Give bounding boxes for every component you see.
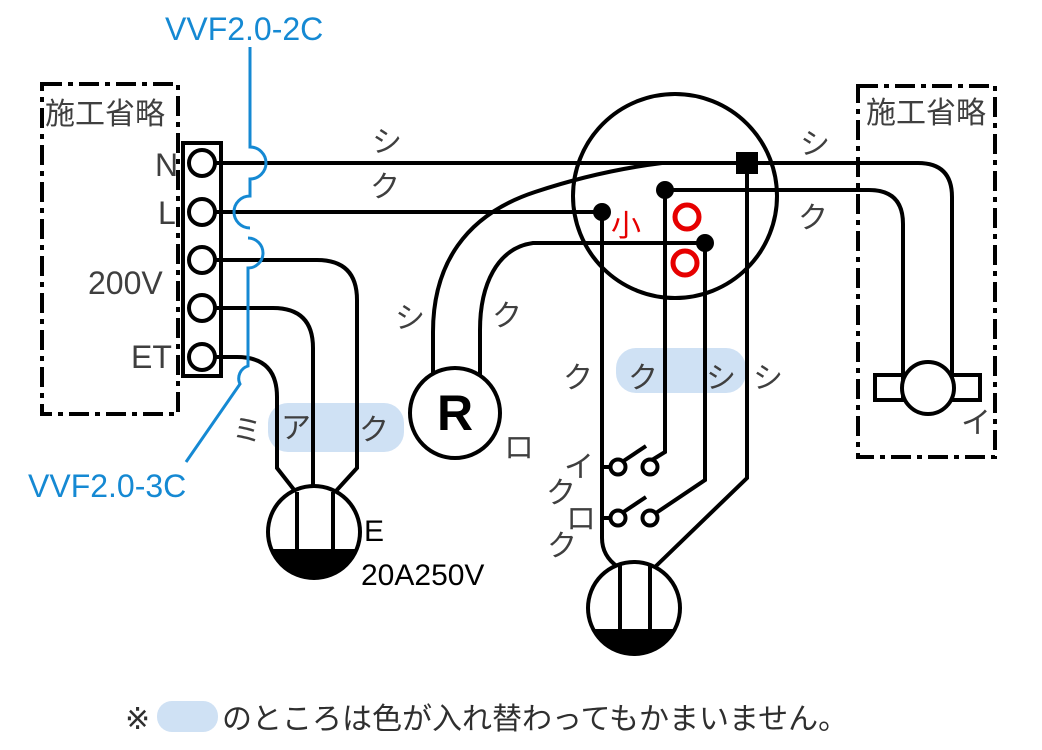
- wire-mark-200v-red: ア: [281, 412, 311, 445]
- switch-blades: [620, 444, 648, 515]
- switch1-label: イ: [564, 451, 594, 484]
- wire-receptacle-neutral: [431, 161, 663, 375]
- outlet250-earth-label: E: [364, 515, 384, 548]
- switch2-contact-right: [640, 508, 660, 528]
- wire-mark-r-n: シ: [395, 302, 425, 335]
- terminal-label-200v: 200V: [88, 265, 163, 301]
- wire-earth-et: [215, 355, 297, 493]
- wire-mark-r-sw: ク: [492, 300, 522, 333]
- cable-marker-2c: [232, 47, 268, 230]
- cable-label-2c: VVF2.0-2C: [165, 11, 323, 47]
- highlight-pill-note: [157, 701, 218, 732]
- note-asterisk: ※: [125, 703, 150, 736]
- switch1-contact-left: [608, 457, 628, 477]
- receptacle-switch-label: ロ: [504, 432, 534, 465]
- terminal-label-l: L: [158, 195, 176, 231]
- switch2-label: ロ: [566, 503, 596, 536]
- terminal-label-et: ET: [131, 339, 172, 375]
- highlight-pill-switch-returns: [616, 348, 746, 393]
- joint-dot-1: [593, 203, 611, 221]
- wire-neutral-n: [215, 161, 954, 375]
- left-omission-label: 施工省略: [45, 98, 165, 131]
- wire-mark-source-n: シ: [372, 126, 402, 159]
- terminal-screws: [187, 148, 217, 372]
- outlet-250v: [266, 484, 362, 580]
- switch2-wire-mark: ク: [547, 530, 577, 563]
- terminal-label-n: N: [155, 147, 178, 183]
- ceiling-light: [873, 360, 982, 416]
- receptacle-letter: R: [437, 385, 473, 441]
- sleeve-mark-small: 小: [611, 210, 641, 243]
- ceiling-light-label: イ: [961, 407, 991, 440]
- sleeve-mark-ring-2: [670, 248, 700, 278]
- wire-200v-1: [215, 258, 359, 493]
- wire-mark-earth: ミ: [232, 415, 262, 448]
- wire-lamp-switched: [665, 188, 905, 376]
- wire-200v-2: [215, 306, 315, 548]
- wire-mark-sw2-return: シ: [706, 362, 736, 395]
- switch1-wire-mark: ク: [546, 477, 576, 510]
- outlet-100v: [586, 560, 682, 656]
- cable-label-3c: VVF2.0-3C: [28, 468, 186, 504]
- wire-mark-lamp-sw: ク: [798, 202, 828, 235]
- switch1-contact-right: [640, 457, 660, 477]
- note-text: のところは色が入れ替わってもかまいません。: [222, 703, 848, 736]
- wire-mark-common: ク: [563, 362, 593, 395]
- right-omission-box: [856, 84, 997, 459]
- outlet250-rating: 20A250V: [361, 559, 484, 592]
- wire-mark-source-l: ク: [370, 171, 400, 204]
- switches: [608, 457, 660, 528]
- right-omission-label: 施工省略: [866, 97, 986, 130]
- switch2-contact-left: [608, 508, 628, 528]
- sleeve-mark-ring-1: [672, 202, 702, 232]
- connector-square: [736, 152, 758, 174]
- wire-mark-outlet-n: シ: [753, 362, 783, 395]
- wire-sw1-return: [650, 190, 667, 462]
- highlight-pill-250v-wires: [268, 403, 404, 452]
- junction-connections: [593, 152, 758, 278]
- wire-mark-sw1-return: ク: [628, 362, 658, 395]
- lamp-receptacle: [408, 366, 502, 460]
- joint-dot-3: [696, 234, 714, 252]
- left-omission-box: [40, 82, 180, 416]
- wire-sw2-return: [654, 243, 707, 515]
- wire-mark-lamp-n: シ: [800, 128, 830, 161]
- wire-receptacle-switched: [478, 241, 705, 377]
- junction-box-circle: [571, 92, 779, 300]
- joint-dot-2: [656, 181, 674, 199]
- cable-marker-3c: [184, 236, 265, 463]
- wire-mark-200v-black: ク: [359, 414, 389, 447]
